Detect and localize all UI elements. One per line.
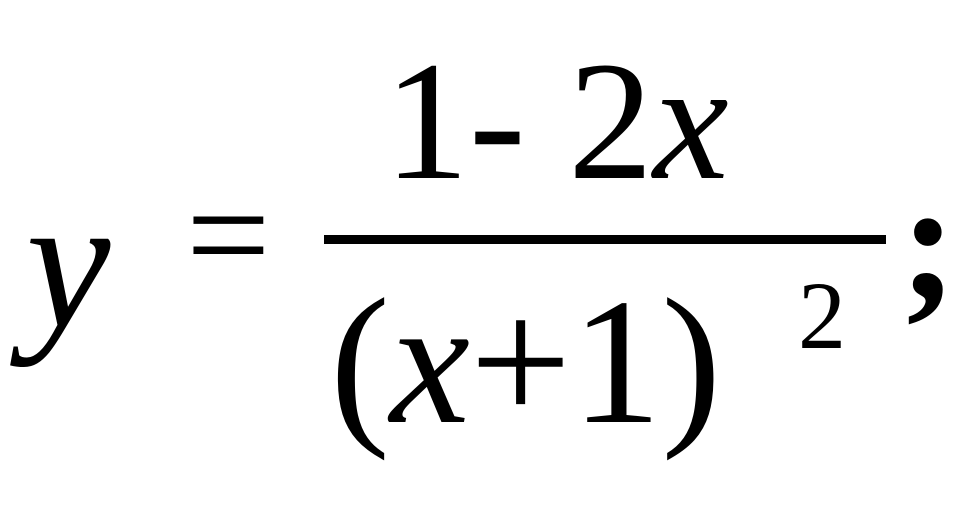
close-paren: ) [661, 262, 722, 461]
plus-sign: + [469, 262, 572, 461]
denominator-x: x [389, 262, 470, 461]
numerator-two: 2 [568, 27, 654, 215]
variable-y: y [26, 158, 111, 368]
open-paren: ( [330, 262, 390, 461]
fraction-denominator: (x+1) [330, 272, 721, 452]
fraction-bar [324, 235, 886, 244]
numerator-x: x [653, 27, 729, 215]
equals-sign: = [186, 152, 271, 318]
numerator-one: 1 [384, 27, 469, 215]
exponent-two: 2 [798, 262, 846, 369]
semicolon: ; [900, 147, 957, 335]
fraction-numerator: 1- 2x [384, 36, 729, 206]
denominator-one: 1 [571, 262, 662, 461]
numerator-minus: - [469, 27, 569, 215]
